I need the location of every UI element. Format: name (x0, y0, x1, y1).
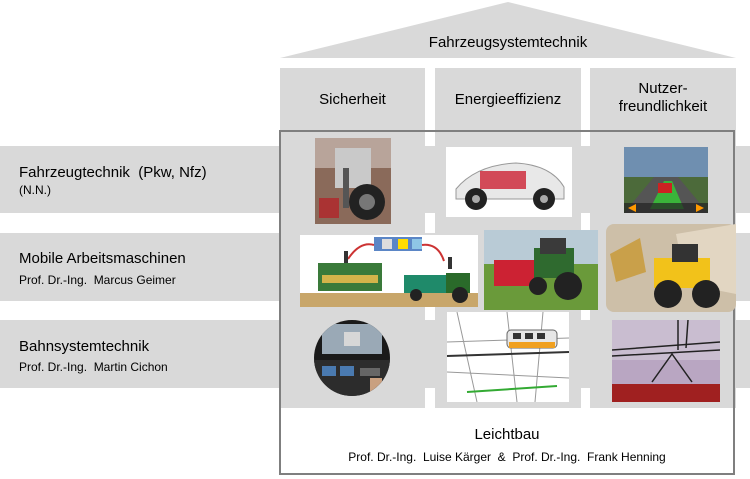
row-title-mobile-arbeitsmaschinen: Mobile Arbeitsmaschinen (19, 250, 186, 267)
tractor-spreader-image (484, 230, 598, 310)
harvester-tractor-image (300, 235, 478, 307)
foundation-subtitle: Prof. Dr.-Ing. Luise Kärger & Prof. Dr.-… (348, 450, 666, 464)
row-title-bahnsystemtechnik: Bahnsystemtechnik (19, 338, 150, 355)
row-subtitle-mobile-arbeitsmaschinen: Prof. Dr.-Ing. Marcus Geimer (19, 273, 176, 287)
car-chassis-image (446, 147, 572, 217)
train-cockpit-image (314, 320, 390, 396)
foundation-title: Leichtbau (474, 426, 540, 443)
row-title-fahrzeugtechnik: Fahrzeugtechnik (Pkw, Nfz) (19, 164, 207, 181)
column-header-energieeffizienz: Energieeffizienz (454, 91, 562, 108)
rail-network-map-image (447, 312, 569, 402)
driver-assistance-image (624, 147, 708, 213)
column-header-nutzerfreundlichkeit: Nutzer- freundlichkeit (618, 80, 708, 115)
roof-shape (280, 2, 736, 58)
column-header-sicherheit: Sicherheit (319, 91, 386, 108)
wheel-loader-image (606, 224, 736, 312)
suspension-test-image (315, 138, 391, 224)
roof-title: Fahrzeugsystemtechnik (428, 34, 588, 51)
foundation-area (281, 410, 733, 473)
row-subtitle-fahrzeugtechnik: (N.N.) (19, 183, 51, 197)
row-subtitle-bahnsystemtechnik: Prof. Dr.-Ing. Martin Cichon (19, 360, 168, 374)
overhead-line-image (612, 320, 720, 402)
